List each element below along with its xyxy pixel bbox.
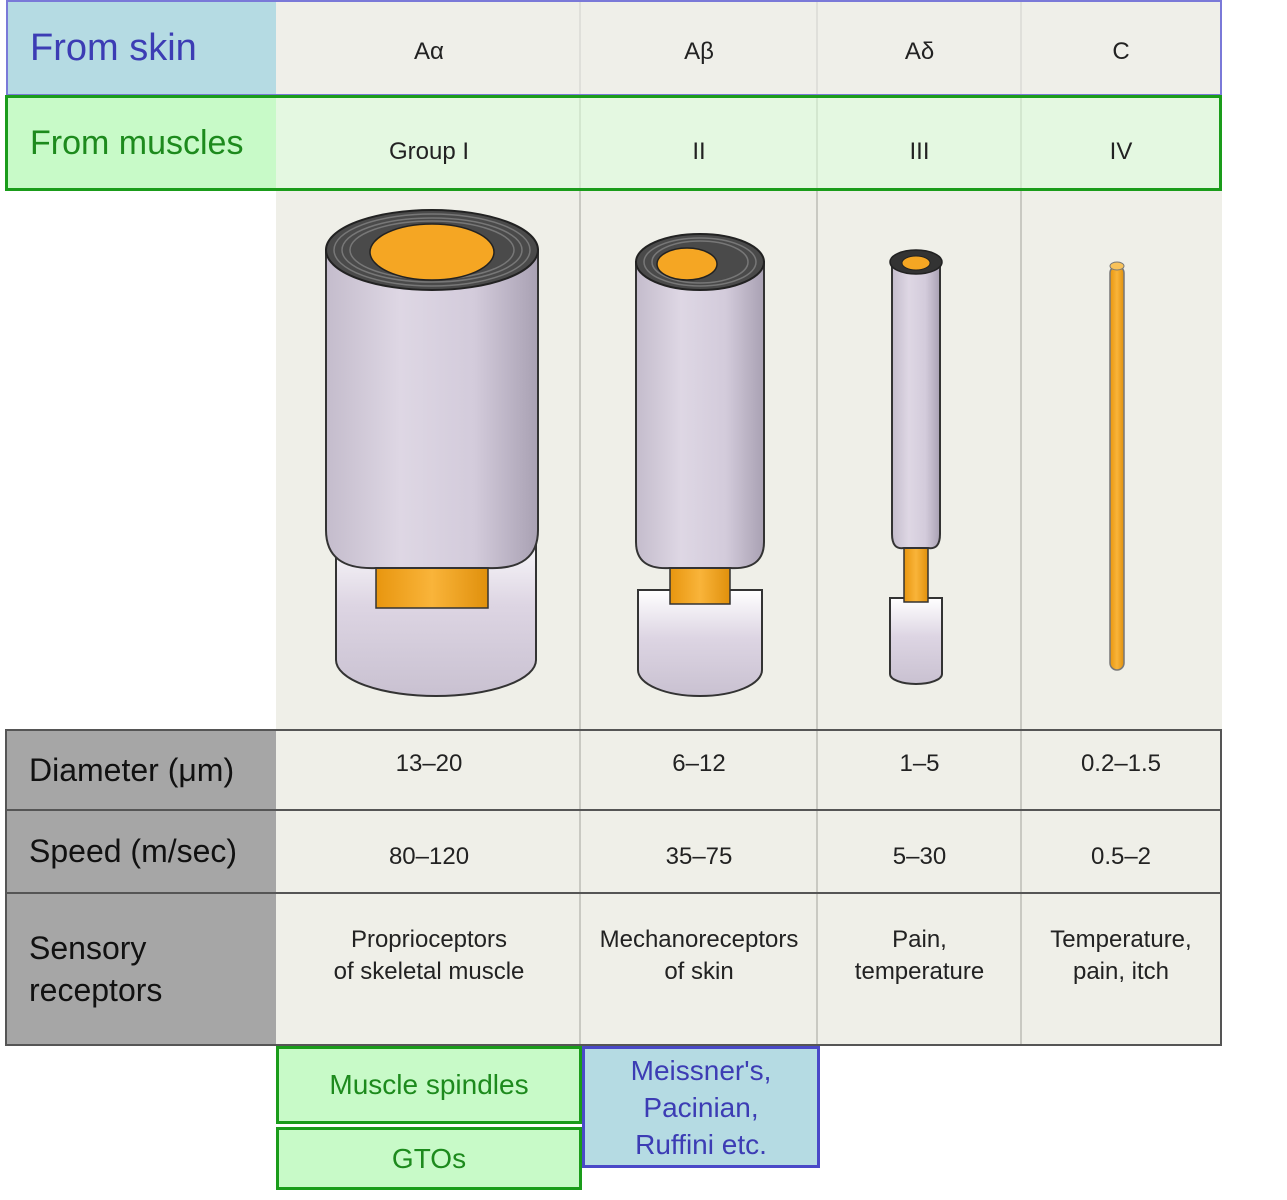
speed-a-beta: 35–75 [665, 843, 733, 870]
receptor-c: Temperature, pain, itch [1050, 926, 1192, 985]
skin-class-a-beta: Aβ [684, 38, 714, 65]
skin-class-c: C [1112, 38, 1130, 65]
gtos-box: GTOs [276, 1127, 582, 1190]
speed-label: Speed (m/sec) [7, 811, 276, 892]
a-alpha-fiber [325, 209, 539, 697]
diameter-a-alpha: 13–20 [395, 750, 463, 777]
column-divider [1020, 0, 1022, 1046]
diameter-a-beta: 6–12 [672, 750, 726, 777]
receptors-row [5, 892, 1222, 1046]
column-divider [816, 0, 818, 1046]
skin-class-a-alpha: Aα [414, 38, 444, 65]
muscle-group-1: Group I [388, 138, 470, 165]
receptor-a-beta: Mechanoreceptors of skin [599, 926, 799, 985]
speed-c: 0.5–2 [1090, 843, 1152, 870]
sensory-receptors-label: Sensory receptors [7, 894, 276, 1044]
receptor-a-delta: Pain, temperature [854, 926, 985, 985]
from-muscles-label: From muscles [8, 98, 276, 188]
c-fiber [1109, 261, 1125, 671]
diameter-label: Diameter (μm) [7, 731, 276, 809]
skin-class-a-delta: Aδ [904, 38, 935, 65]
speed-a-alpha: 80–120 [388, 843, 470, 870]
speed-a-delta: 5–30 [892, 843, 947, 870]
nerve-fiber-illustration [325, 209, 1125, 697]
receptor-a-alpha: Proprioceptors of skeletal muscle [333, 926, 525, 985]
muscle-spindles-box: Muscle spindles [276, 1046, 582, 1124]
muscle-group-4: IV [1109, 138, 1133, 165]
a-beta-fiber [635, 233, 765, 697]
diameter-c: 0.2–1.5 [1080, 750, 1162, 777]
muscle-group-2: II [692, 138, 706, 165]
skin-receptors-box: Meissner's, Pacinian, Ruffini etc. [582, 1046, 820, 1168]
diameter-a-delta: 1–5 [899, 750, 940, 777]
from-skin-label: From skin [8, 2, 276, 94]
a-delta-fiber [889, 249, 943, 685]
column-divider [579, 0, 581, 1046]
muscle-group-3: III [909, 138, 930, 165]
